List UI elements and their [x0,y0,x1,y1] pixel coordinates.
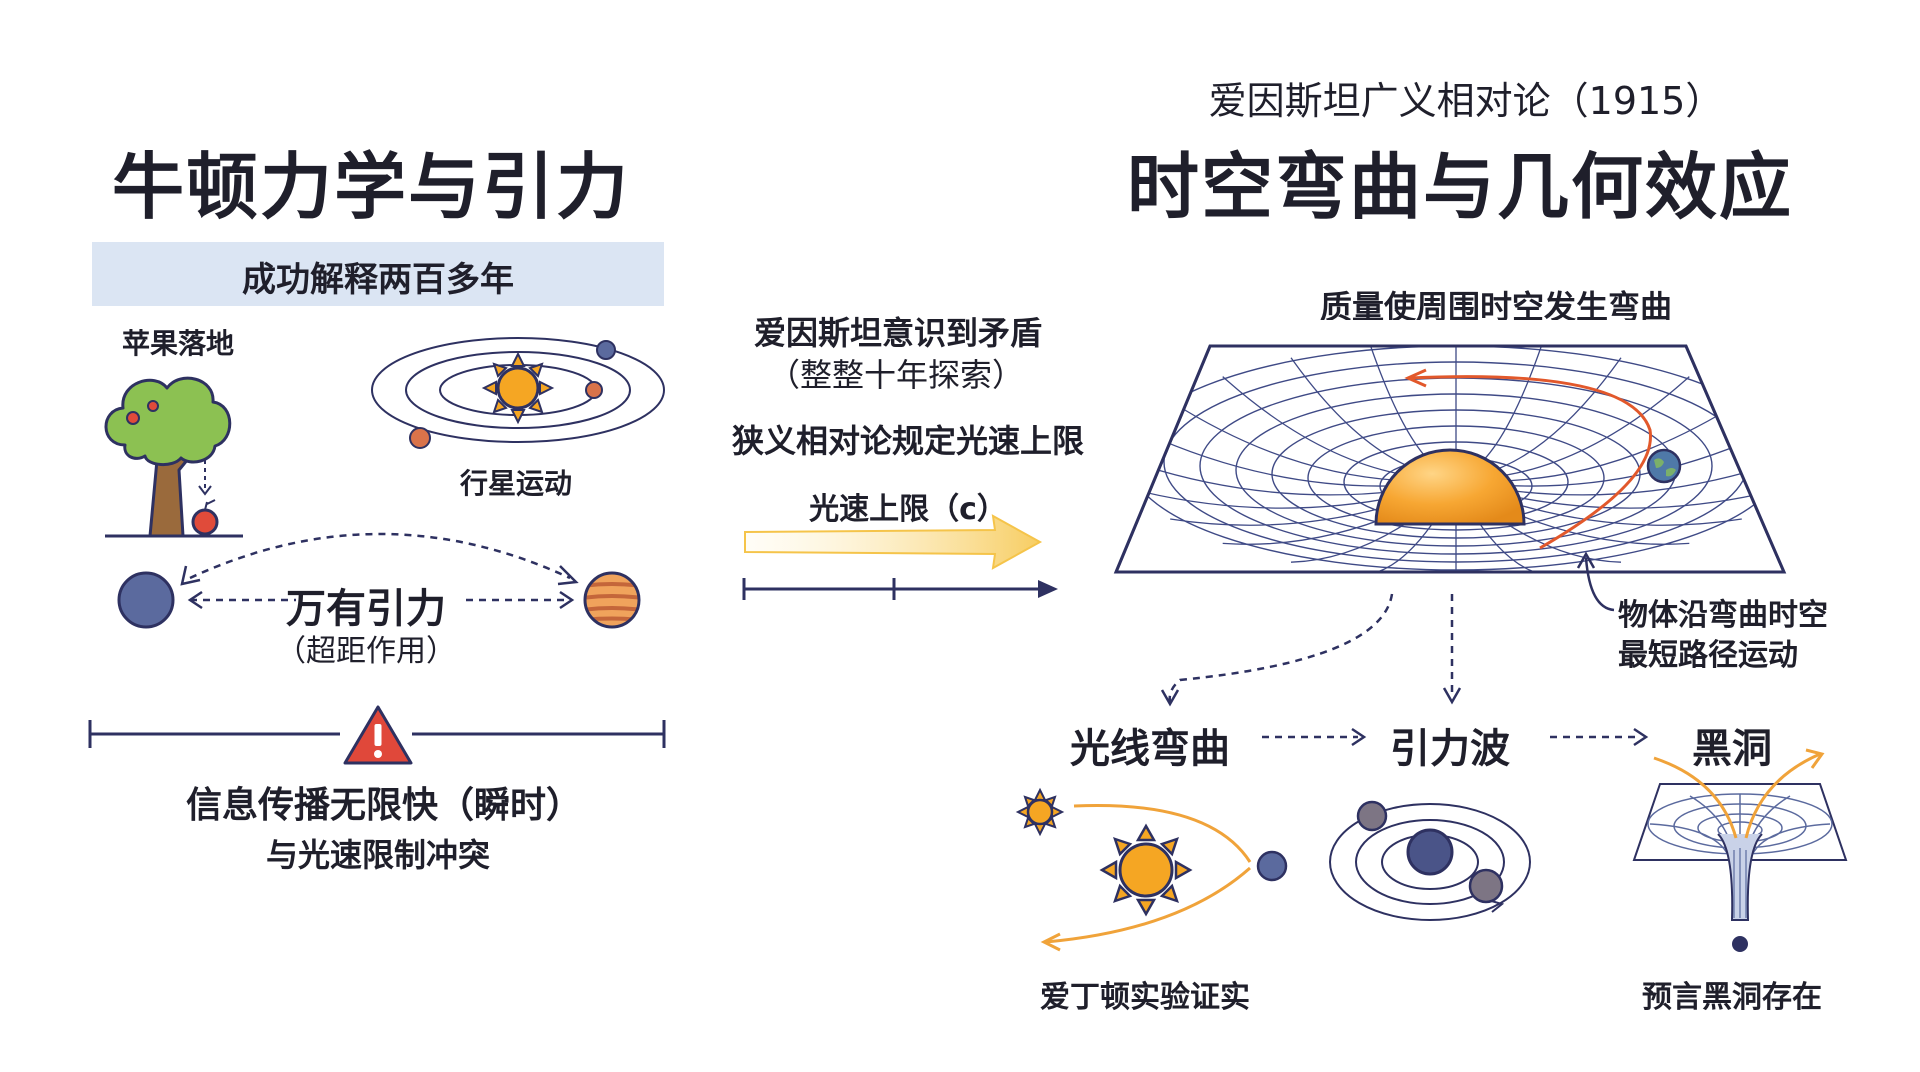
middle-line1: 爱因斯坦意识到矛盾 [753,314,1043,352]
warning-icon [343,705,413,765]
gravity-connector [180,532,579,610]
gravity-sublabel: （超距作用） [276,634,456,669]
blue-planet-icon [117,571,175,629]
effect-gravitational-waves: 引力波 [1390,726,1510,772]
solar-system-icon [371,337,665,449]
middle-line4: 光速上限（c） [809,492,1007,527]
effect-light-bending: 光线弯曲 [1070,726,1230,772]
geodesic-line1: 物体沿弯曲时空 [1618,598,1828,633]
light-speed-arrow-icon [744,514,1043,570]
middle-line3: 狭义相对论规定光速上限 [731,422,1085,460]
binary-orbit-icon [1329,800,1531,921]
gravity-label: 万有引力 [286,586,446,632]
black-hole-icon [1632,748,1848,952]
black-hole-caption: 预言黑洞存在 [1642,980,1822,1015]
left-banner [92,242,664,306]
light-bending-icon [1015,787,1288,952]
jupiter-planet-icon [583,571,641,629]
grid-border [1113,344,1787,574]
left-banner-text: 成功解释两百多年 [242,260,514,300]
apple-label: 苹果落地 [122,327,235,360]
grid-radial-line [1137,489,1408,509]
grid-radial-line [1125,459,1407,496]
grid-radial-line [1491,376,1690,478]
effects-arrows [1262,727,1649,747]
left-title: 牛顿力学与引力 [112,145,631,229]
middle-line2: （整整十年探索） [767,356,1025,394]
tree-icon [104,376,243,538]
time-axis [742,578,1058,600]
planet-label: 行星运动 [460,467,573,500]
grid-radial-line [1499,498,1742,526]
effect-black-hole: 黑洞 [1692,726,1772,772]
grid-radial-line [1169,400,1413,482]
earth-icon [1646,448,1682,484]
right-title: 时空弯曲与几何效应 [1126,145,1794,229]
grid-radial-line [1499,400,1743,482]
grid-radial-line [1504,489,1775,509]
geodesic-line2: 最短路径运动 [1618,638,1798,673]
eddington-caption: 爱丁顿实验证实 [1040,980,1250,1015]
mass-caption: 质量使周围时空发生弯曲 [1319,288,1673,326]
conflict-line1: 信息传播无限快（瞬时） [185,785,583,826]
grid-radial-line [1136,428,1408,487]
conflict-line2: 与光速限制冲突 [265,836,491,874]
massive-sun-icon [1374,448,1526,526]
grid-to-effects-connectors [1160,593,1462,707]
instant-timeline [88,720,666,748]
right-subtitle: 爱因斯坦广义相对论（1915） [1208,79,1724,123]
orbit-path-arrow [1404,368,1652,550]
geodesic-pointer [1576,551,1615,612]
